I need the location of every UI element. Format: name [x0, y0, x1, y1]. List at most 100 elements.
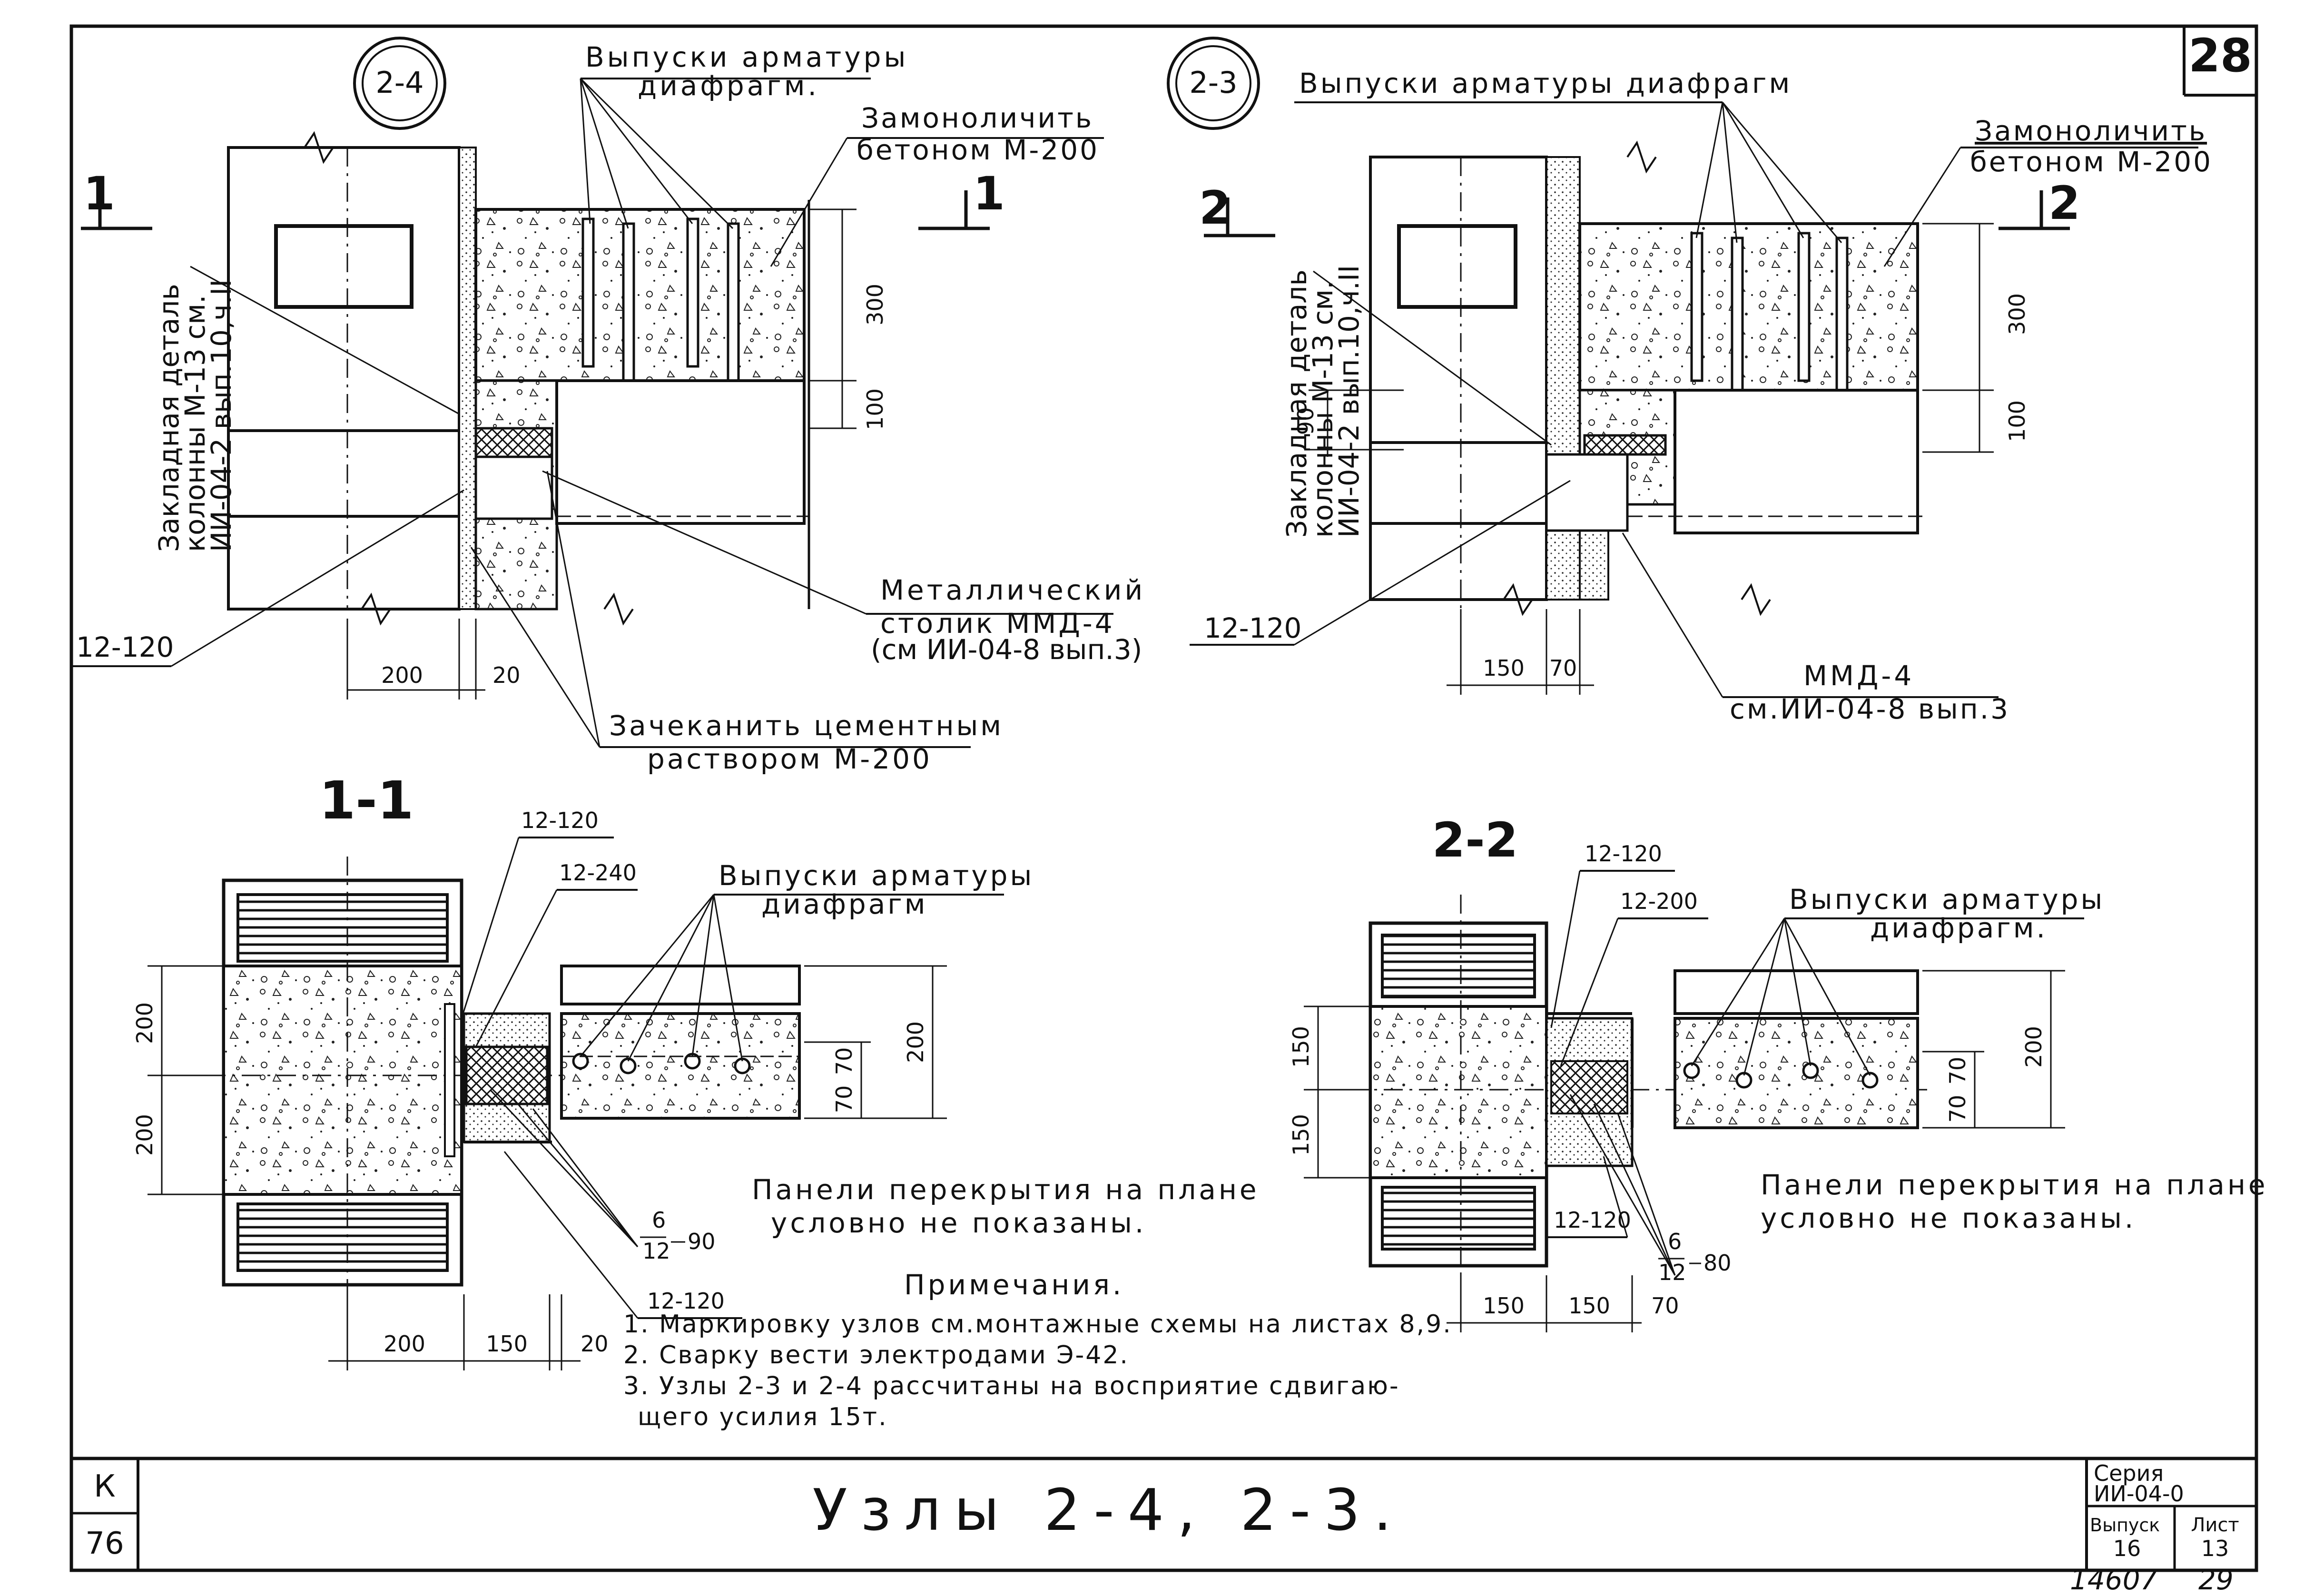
- dim-22-200: 200: [2021, 1026, 2047, 1068]
- dim-11-200a: 200: [132, 1002, 158, 1044]
- column-opening-23: [1397, 224, 1517, 309]
- cut-1-right: 1: [973, 167, 1005, 220]
- dim-23-300: 300: [2004, 293, 2030, 335]
- dim-22-70c: 70: [1651, 1293, 1679, 1319]
- series-value: ИИ-04-0: [2094, 1481, 2184, 1507]
- rebar-outlets-24-line2: диафрагм.: [638, 69, 819, 102]
- column-concrete-11: [222, 965, 463, 1196]
- diaphragm-22: [1674, 1017, 1919, 1129]
- dim-24-300: 300: [862, 284, 888, 325]
- section-2-2-title: 2-2: [1432, 812, 1518, 868]
- metal-table: [474, 427, 553, 458]
- sheet-frame: [69, 24, 2258, 1572]
- panels-22-line1: Панели перекрытия на плане: [1761, 1169, 2268, 1201]
- slab-panel: [555, 379, 806, 525]
- dim-24-20: 20: [492, 662, 521, 688]
- note-item-1: 1. Маркировку узлов см.монтажные схемы н…: [623, 1310, 1452, 1339]
- grout-gap: [458, 147, 477, 610]
- table-24-line1: Металлический: [880, 574, 1145, 606]
- dim-11-200r: 200: [903, 1021, 928, 1063]
- series-label: Серия: [2094, 1460, 2164, 1486]
- sheet-value: 13: [2201, 1536, 2229, 1561]
- weld-23: 12-120: [1204, 612, 1301, 644]
- dim-11-200b: 200: [132, 1114, 158, 1156]
- column-concrete-22: [1369, 1005, 1548, 1179]
- node-2-3: 2-3 2 2 Выпуски арматуры диафрагм: [1167, 37, 2213, 725]
- dims-22: [1304, 970, 2065, 1332]
- section-1-1: 1-1 12-120 12-240 12-120 6: [132, 770, 1257, 1370]
- weld-11-c: 12-120: [647, 1288, 725, 1314]
- panels-22-line2: условно не показаны.: [1761, 1202, 2136, 1234]
- table-23-line1: ММД-4: [1803, 660, 1914, 692]
- dim-22-70b: 70: [1945, 1095, 1970, 1123]
- note-item-2: 2. Сварку вести электродами Э-42.: [623, 1341, 1129, 1369]
- node-2-4: 2-4 1 1: [71, 37, 1145, 775]
- note-item-4: щего усилия 15т.: [638, 1403, 888, 1431]
- node-2-3-marker: 2-3: [1189, 65, 1237, 100]
- weld-22-b: 12-200: [1620, 888, 1698, 914]
- weld-11-frac-den: 12: [642, 1238, 670, 1264]
- section-1-1-title: 1-1: [319, 770, 414, 831]
- cut-2-left: 2: [1199, 181, 1231, 235]
- column-opening: [274, 224, 414, 309]
- notes-heading: Примечания.: [904, 1269, 1124, 1301]
- weld-24: 12-120: [76, 631, 174, 663]
- weld-11-a: 12-120: [521, 808, 599, 833]
- dim-23-150: 150: [1483, 655, 1525, 681]
- weld-22-a: 12-120: [1585, 841, 1662, 867]
- dim-11-20: 20: [581, 1331, 609, 1357]
- rebar-outlets-24-line1: Выпуски арматуры: [585, 41, 908, 73]
- diaphragm-11: [560, 1012, 801, 1120]
- weld-22-c: 12-120: [1554, 1207, 1631, 1233]
- embed-23-line3: ИИ-04-2 вып.10,ч.II: [1333, 265, 1365, 538]
- cut-2-right: 2: [2048, 177, 2080, 230]
- embed-24-line2: колонны М-13 см.: [179, 295, 211, 552]
- weld-plate-11: [465, 1045, 549, 1105]
- dims-24: [346, 208, 857, 699]
- mortar-24-line2: раствором М-200: [647, 743, 932, 775]
- dim-23-100: 100: [2004, 400, 2030, 442]
- table-24-line2: столик ММД-4: [880, 607, 1115, 640]
- weld-11-b: 12-240: [559, 860, 637, 886]
- dims-11: [148, 965, 947, 1370]
- table-24-line3: (см ИИ-04-8 вып.3): [871, 633, 1142, 666]
- sheet-title: Узлы 2-4, 2-3.: [813, 1478, 1405, 1544]
- dim-11-70b: 70: [831, 1085, 857, 1113]
- section-2-2: 2-2 12-120 12-200 12-120 6 12 80: [1288, 812, 2268, 1332]
- dim-11-200c: 200: [384, 1331, 425, 1357]
- cut-1-left: 1: [83, 167, 115, 220]
- column-body: [227, 146, 461, 611]
- rebar-22-line2: диафрагм.: [1870, 912, 2048, 944]
- issue-value: 16: [2113, 1536, 2141, 1561]
- weld-22-frac-den: 12: [1658, 1260, 1686, 1285]
- inventory-page: 29: [2198, 1564, 2234, 1596]
- monolith-24-line1: Замоноличить: [861, 102, 1093, 134]
- panels-11-line2: условно не показаны.: [771, 1207, 1146, 1239]
- embed-23-line2: колонны М-13 см.: [1307, 281, 1339, 538]
- weld-11-frac-len: 90: [688, 1229, 716, 1254]
- monolith-23-line2: бетоном М-200: [1970, 146, 2213, 178]
- rebar-11-line2: диафрагм: [761, 888, 928, 920]
- dim-22-150b: 150: [1288, 1114, 1314, 1156]
- metal-table-23: [1583, 434, 1667, 456]
- dim-22-150d: 150: [1568, 1293, 1610, 1319]
- issue-label: Выпуск: [2090, 1515, 2160, 1536]
- weld-plate-22: [1550, 1060, 1628, 1114]
- column-hatch-bottom: [236, 1202, 449, 1272]
- dims-23: [1309, 223, 1994, 695]
- slab-panel-23: [1674, 389, 1919, 534]
- rebar-22-line1: Выпуски арматуры: [1789, 883, 2105, 916]
- rebar-11-line1: Выпуски арматуры: [719, 859, 1034, 892]
- weld-11-frac-num: 6: [652, 1207, 666, 1233]
- page-number: 28: [2188, 29, 2252, 82]
- embed-24-line1: Закладная деталь: [153, 284, 185, 552]
- monolith-24-line2: бетоном М-200: [857, 134, 1099, 166]
- corner-number: 76: [85, 1526, 124, 1561]
- mortar-24-line1: Зачеканить цементным: [609, 709, 1004, 742]
- monolith-fill-23: [1578, 222, 1919, 392]
- dim-11-70a: 70: [831, 1047, 857, 1075]
- dim-22-70a: 70: [1945, 1057, 1970, 1085]
- monolith-23-line1: Замоноличить: [1975, 115, 2207, 147]
- dim-22-150a: 150: [1288, 1026, 1314, 1068]
